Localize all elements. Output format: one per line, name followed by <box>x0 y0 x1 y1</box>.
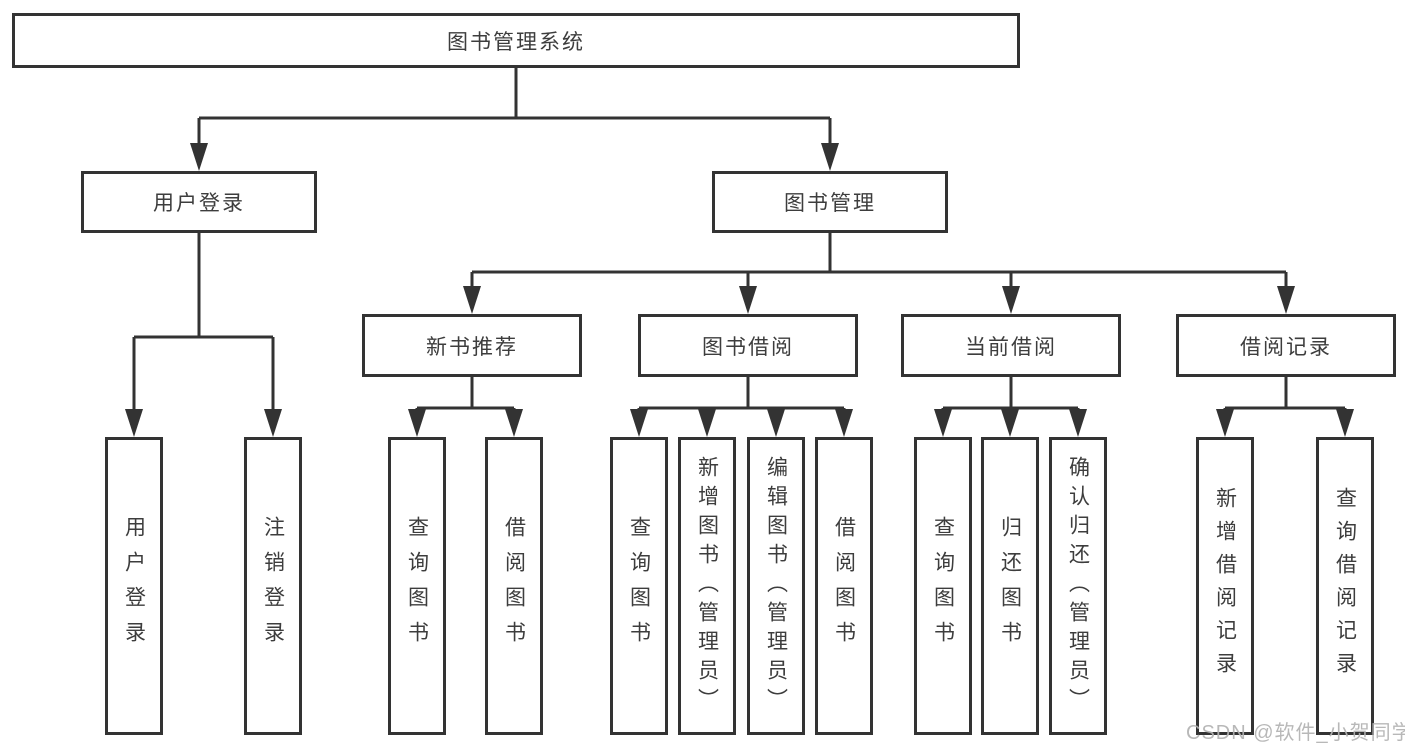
leaf-user-login-label: 用户登录 <box>122 516 146 656</box>
leaf-cb-query-books-label: 查询图书 <box>931 516 955 656</box>
arrowhead <box>463 286 481 314</box>
arrowhead <box>505 409 523 437</box>
connector-user-login-to-leaves <box>132 233 275 412</box>
arrowheads <box>125 143 1354 437</box>
leaf-nbr-borrow-books: 借阅图书 <box>485 437 543 735</box>
leaf-nbr-query-books-label: 查询图书 <box>405 516 429 656</box>
node-book-borrow: 图书借阅 <box>638 314 858 377</box>
leaf-bb-borrow-books: 借阅图书 <box>815 437 873 735</box>
connector-root-to-level2 <box>197 68 832 146</box>
node-root: 图书管理系统 <box>12 13 1020 68</box>
connector-book-mgmt-to-level3 <box>470 233 1288 290</box>
leaf-bb-query-books: 查询图书 <box>610 437 668 735</box>
arrowhead <box>1336 409 1354 437</box>
node-current-borrow: 当前借阅 <box>901 314 1121 377</box>
leaf-bb-query-books-label: 查询图书 <box>627 516 651 656</box>
arrowhead <box>1216 409 1234 437</box>
arrowhead <box>264 409 282 437</box>
arrowhead <box>767 409 785 437</box>
leaf-br-query-record-label: 查询借阅记录 <box>1333 487 1357 685</box>
arrowhead <box>630 409 648 437</box>
leaf-user-login: 用户登录 <box>105 437 163 735</box>
leaf-br-add-record: 新增借阅记录 <box>1196 437 1254 735</box>
node-borrow-record: 借阅记录 <box>1176 314 1396 377</box>
node-current-borrow-label: 当前借阅 <box>965 335 1057 359</box>
arrowhead <box>835 409 853 437</box>
leaf-logout: 注销登录 <box>244 437 302 735</box>
leaf-cb-return-books: 归还图书 <box>981 437 1039 735</box>
node-new-book-rec-label: 新书推荐 <box>426 335 518 359</box>
leaf-br-query-record: 查询借阅记录 <box>1316 437 1374 735</box>
leaf-bb-borrow-books-label: 借阅图书 <box>832 516 856 656</box>
arrowhead <box>698 409 716 437</box>
watermark: CSDN @软件_小贺同学 <box>1186 722 1405 744</box>
arrowhead <box>190 143 208 171</box>
node-borrow-record-label: 借阅记录 <box>1240 335 1332 359</box>
node-book-mgmt: 图书管理 <box>712 171 948 233</box>
arrowhead <box>1001 409 1019 437</box>
node-root-label: 图书管理系统 <box>447 30 585 54</box>
leaf-bb-add-books-admin-label: 新增图书（管理员） <box>695 455 719 717</box>
node-user-login: 用户登录 <box>81 171 317 233</box>
node-book-borrow-label: 图书借阅 <box>702 335 794 359</box>
arrowhead <box>1002 286 1020 314</box>
connector-book-borrow-to-leaves <box>637 377 846 413</box>
node-user-login-label: 用户登录 <box>153 192 245 215</box>
leaf-br-add-record-label: 新增借阅记录 <box>1213 487 1237 685</box>
leaf-bb-edit-books-admin: 编辑图书（管理员） <box>747 437 805 735</box>
leaf-cb-confirm-return-admin: 确认归还（管理员） <box>1049 437 1107 735</box>
leaf-cb-confirm-return-admin-label: 确认归还（管理员） <box>1066 455 1090 717</box>
arrowhead <box>1277 286 1295 314</box>
leaf-nbr-query-books: 查询图书 <box>388 437 446 735</box>
leaf-logout-label: 注销登录 <box>261 516 285 656</box>
arrowhead <box>125 409 143 437</box>
arrowhead <box>821 143 839 171</box>
node-new-book-rec: 新书推荐 <box>362 314 582 377</box>
leaf-cb-return-books-label: 归还图书 <box>998 516 1022 656</box>
leaf-bb-add-books-admin: 新增图书（管理员） <box>678 437 736 735</box>
leaf-bb-edit-books-admin-label: 编辑图书（管理员） <box>764 455 788 717</box>
arrowhead <box>739 286 757 314</box>
node-book-mgmt-label: 图书管理 <box>784 192 876 215</box>
leaf-nbr-borrow-books-label: 借阅图书 <box>502 516 526 656</box>
arrowhead <box>934 409 952 437</box>
leaf-cb-query-books: 查询图书 <box>914 437 972 735</box>
connector-current-borrow-to-leaves <box>941 377 1080 413</box>
connector-borrow-record-to-leaves <box>1223 377 1347 413</box>
connector-new-book-rec-to-leaves <box>415 377 516 413</box>
arrowhead <box>408 409 426 437</box>
arrowhead <box>1069 409 1087 437</box>
